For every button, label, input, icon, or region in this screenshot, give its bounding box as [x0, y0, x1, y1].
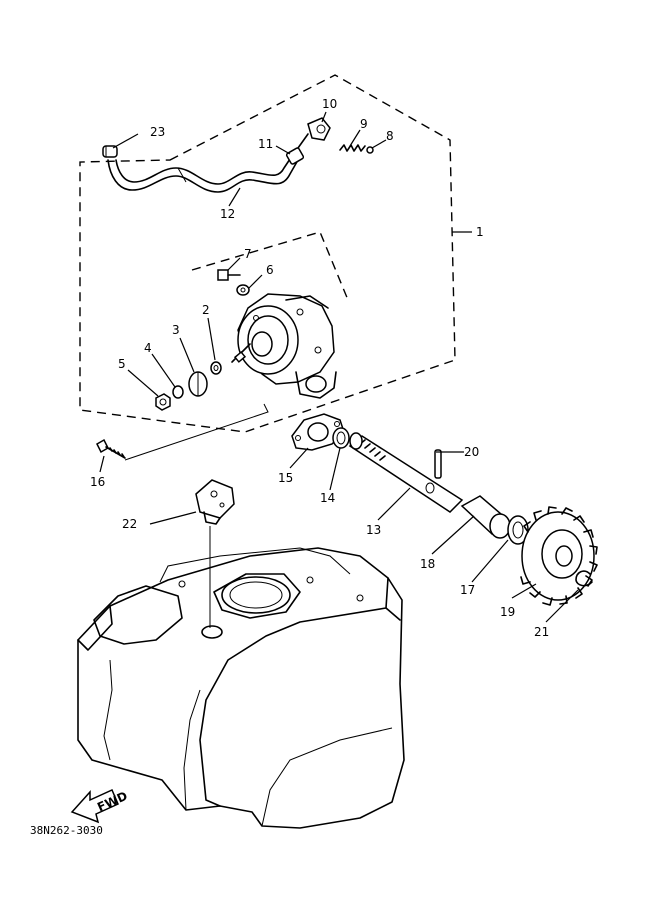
washer-part-17: [507, 515, 529, 545]
callout-11: 11: [258, 137, 273, 151]
plate-part-3: [188, 371, 208, 397]
callout-22: 22: [122, 517, 137, 531]
washer-part-2: [210, 361, 222, 375]
callout-18: 18: [420, 557, 435, 571]
hose-fitting-part-11: [285, 147, 305, 165]
callout-13: 13: [366, 523, 381, 537]
washer-part-6: [236, 284, 250, 296]
hose-clamp-part-23: [102, 145, 118, 158]
drawing-code: 38N262-3030: [30, 824, 103, 837]
callout-1: 1: [476, 225, 484, 239]
pump-shaft-part-13: [348, 432, 464, 513]
oil-pump-body: [231, 293, 337, 399]
screw-part-7: [217, 269, 241, 281]
callout-4: 4: [144, 341, 152, 355]
callout-16: 16: [90, 475, 105, 489]
bolt-guide-line: [124, 403, 269, 461]
crankcase-outline: [77, 547, 405, 829]
assembly-boundary: [79, 74, 456, 433]
callout-8: 8: [386, 129, 394, 143]
inner-boundary: [191, 231, 349, 301]
bolt-part-16: [96, 438, 126, 459]
callout-17: 17: [460, 583, 475, 597]
callout-20: 20: [464, 445, 479, 459]
pin-part-20: [434, 449, 442, 479]
gear-part-19: [520, 506, 598, 606]
spring-part-9: [339, 144, 366, 152]
callout-19: 19: [500, 605, 515, 619]
callout-2: 2: [202, 303, 210, 317]
ball-part-8: [366, 146, 374, 154]
callout-3: 3: [172, 323, 180, 337]
oil-hose-part-12: [107, 155, 299, 193]
callout-14: 14: [320, 491, 335, 505]
callout-5: 5: [118, 357, 126, 371]
callout-12: 12: [220, 207, 235, 221]
callout-23: 23: [150, 125, 165, 139]
washer-part-4: [172, 385, 184, 399]
callout-7: 7: [244, 247, 252, 261]
callout-10: 10: [322, 97, 337, 111]
o-ring-part-14: [332, 427, 350, 449]
elbow-fitting-part-10: [297, 117, 331, 149]
nut-part-5: [155, 393, 171, 411]
circlip-part-21: [575, 570, 593, 587]
callout-9: 9: [360, 117, 368, 131]
callout-6: 6: [266, 263, 274, 277]
leader-lines: [99, 111, 579, 623]
callout-21: 21: [534, 625, 549, 639]
strainer-part-22: [195, 479, 235, 525]
forward-arrow-icon: FWD: [70, 789, 130, 824]
collar-part-18: [460, 495, 511, 539]
callout-15: 15: [278, 471, 293, 485]
